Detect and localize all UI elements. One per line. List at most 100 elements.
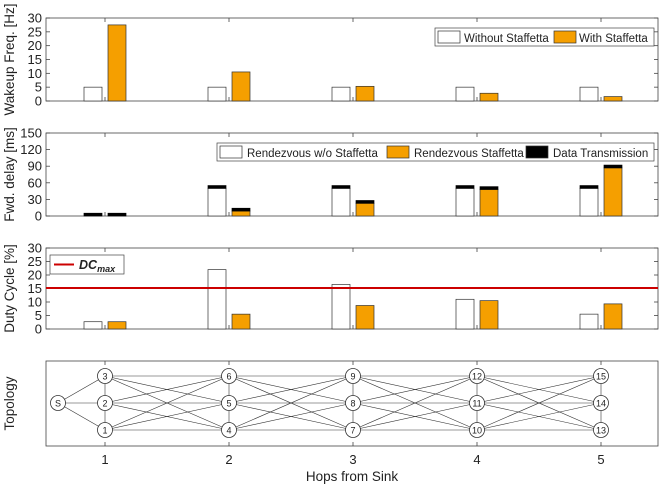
bar <box>479 300 499 330</box>
y-tick-label: 15 <box>28 52 42 67</box>
y-tick-label: 5 <box>35 80 42 95</box>
bar-segment <box>355 200 375 204</box>
y-tick-label: 120 <box>20 142 42 157</box>
y-tick-label: 60 <box>28 175 42 190</box>
bar <box>603 167 623 217</box>
topology-edge <box>352 375 478 404</box>
topology-edge <box>352 375 478 431</box>
topology-node: 6 <box>221 368 237 384</box>
legend: DCmax <box>49 254 125 275</box>
topology-node: 4 <box>221 422 237 438</box>
node-circle <box>469 368 485 384</box>
bar <box>479 92 499 102</box>
bar-segment <box>479 186 499 190</box>
topology-edge <box>228 402 354 431</box>
node-label: 5 <box>226 399 231 409</box>
bar <box>207 187 227 217</box>
node-label: 7 <box>350 426 355 436</box>
node-circle <box>345 395 361 411</box>
node-label: S <box>55 399 61 409</box>
bar <box>207 269 227 330</box>
bar-segment <box>331 185 351 189</box>
legend-label: Rendezvous Staffetta <box>414 148 524 160</box>
topology-node: S <box>50 395 66 411</box>
topology-node: 11 <box>469 395 485 411</box>
y-tick-label: 10 <box>28 295 42 310</box>
legend-label: Rendezvous w/o Staffetta <box>247 148 378 160</box>
x-tick-label: 3 <box>349 452 356 467</box>
bar <box>455 298 475 330</box>
topology-edge <box>104 375 230 431</box>
bar <box>83 86 103 102</box>
node-label: 3 <box>102 372 107 382</box>
y-tick-label: 0 <box>35 209 42 224</box>
node-circle <box>221 395 237 411</box>
bar <box>479 189 499 217</box>
y-tick-label: 25 <box>28 24 42 39</box>
bar <box>579 187 599 217</box>
topology-node: 13 <box>593 422 609 438</box>
bar-segment <box>603 164 623 169</box>
topology-node: 2 <box>97 395 113 411</box>
topology-edge <box>352 402 478 431</box>
x-axis-label: Hops from Sink <box>306 469 399 484</box>
bar <box>83 321 103 330</box>
legend-swatch <box>386 145 410 159</box>
node-label: 9 <box>350 372 355 382</box>
topology-edge <box>476 375 602 431</box>
legend-label: DCmax <box>79 258 116 274</box>
node-circle <box>97 368 113 384</box>
x-tick-label: 5 <box>597 452 604 467</box>
legend-label: Data Transmission <box>553 148 648 160</box>
node-circle <box>593 422 609 438</box>
y-tick-label: 20 <box>28 268 42 283</box>
node-label: 10 <box>472 426 482 436</box>
legend: Rendezvous w/o Staffetta Rendezvous Staff… <box>216 142 655 162</box>
bar <box>231 71 251 102</box>
topology-edge <box>57 402 106 431</box>
node-circle <box>345 422 361 438</box>
bar <box>331 187 351 217</box>
topology-edges <box>57 375 602 431</box>
topology-node: 1 <box>97 422 113 438</box>
bar <box>331 284 351 330</box>
node-label: 1 <box>102 426 107 436</box>
y-tick-label: 5 <box>35 308 42 323</box>
bar <box>231 210 251 217</box>
bar-segment <box>579 185 599 189</box>
bar-segment <box>107 212 127 217</box>
node-circle <box>97 395 113 411</box>
bar <box>355 85 375 102</box>
topology-node: 3 <box>97 368 113 384</box>
node-circle <box>593 395 609 411</box>
node-circle <box>97 422 113 438</box>
topology-edge <box>476 402 602 431</box>
node-label: 2 <box>102 399 107 409</box>
y-tick-label: 20 <box>28 38 42 53</box>
topology-edge <box>228 375 354 404</box>
node-circle <box>50 395 66 411</box>
node-circle <box>221 422 237 438</box>
topology-node: 10 <box>469 422 485 438</box>
node-label: 4 <box>226 426 231 436</box>
bar <box>455 86 475 102</box>
node-circle <box>345 368 361 384</box>
y-tick-label: 0 <box>35 94 42 109</box>
y-axis-label: Duty Cycle [%] <box>2 244 17 333</box>
legend-swatch <box>553 30 577 44</box>
y-axis-label: Fwd. delay [ms] <box>2 127 17 222</box>
bar <box>603 303 623 330</box>
legend-label: With Staffetta <box>579 33 648 45</box>
topology-node: 5 <box>221 395 237 411</box>
legend-swatch <box>525 145 549 159</box>
legend-box <box>49 254 125 275</box>
topology-edge <box>104 375 230 404</box>
node-circle <box>469 422 485 438</box>
